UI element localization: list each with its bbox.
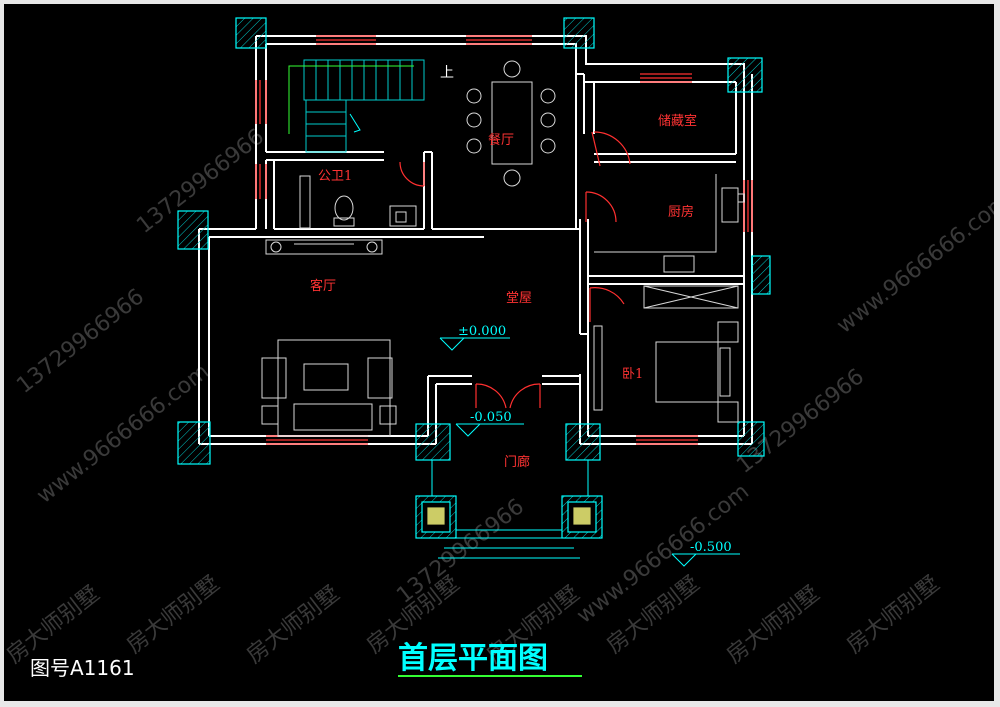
bedroom-furniture [593, 285, 739, 423]
elevation-floor: ±0.000 [458, 324, 506, 339]
watermark-brand: 房大师别墅 [722, 581, 824, 668]
room-labels: 餐厅 储藏室 公卫1 厨房 客厅 堂屋 卧1 门廊 [310, 113, 697, 470]
elevation-marks [439, 337, 740, 567]
doors [399, 131, 631, 409]
columns [177, 17, 771, 539]
room-label-living: 客厅 [310, 278, 336, 294]
living-room-furniture [261, 239, 397, 437]
watermark-phone: 13729966966 [12, 284, 149, 398]
elevation-ground: -0.500 [690, 540, 732, 555]
kitchen-fixtures [594, 174, 745, 273]
room-label-kitchen: 厨房 [668, 204, 694, 220]
room-label-hall: 堂屋 [506, 291, 532, 306]
room-label-storage: 储藏室 [658, 113, 697, 129]
drawing-title: 首层平面图 [398, 641, 548, 676]
windows [255, 35, 753, 445]
watermark: 房大师别墅 房大师别墅 房大师别墅 房大师别墅 房大师别墅 房大师别墅 房大师别… [4, 124, 994, 668]
drawing-number: 图号A1161 [30, 656, 135, 680]
watermark-brand: 房大师别墅 [122, 571, 224, 658]
watermark-site: www.9666666.com [832, 189, 994, 339]
elevation-entry: -0.050 [470, 410, 512, 425]
cad-drawing-frame: 房大师别墅 房大师别墅 房大师别墅 房大师别墅 房大师别墅 房大师别墅 房大师别… [4, 4, 994, 701]
room-label-bedroom: 卧1 [622, 367, 643, 382]
watermark-brand: 房大师别墅 [842, 571, 944, 658]
porch-steps [431, 460, 589, 559]
bathroom-fixtures [299, 175, 417, 229]
watermark-brand: 房大师别墅 [242, 581, 344, 668]
staircase [288, 59, 425, 153]
room-label-bathroom: 公卫1 [318, 169, 352, 184]
room-label-dining: 餐厅 [488, 132, 514, 148]
floor-plan: 房大师别墅 房大师别墅 房大师别墅 房大师别墅 房大师别墅 房大师别墅 房大师别… [4, 17, 994, 680]
dining-table-set [466, 60, 556, 187]
stair-up-label: 上 [440, 65, 454, 81]
room-label-porch: 门廊 [504, 454, 530, 470]
